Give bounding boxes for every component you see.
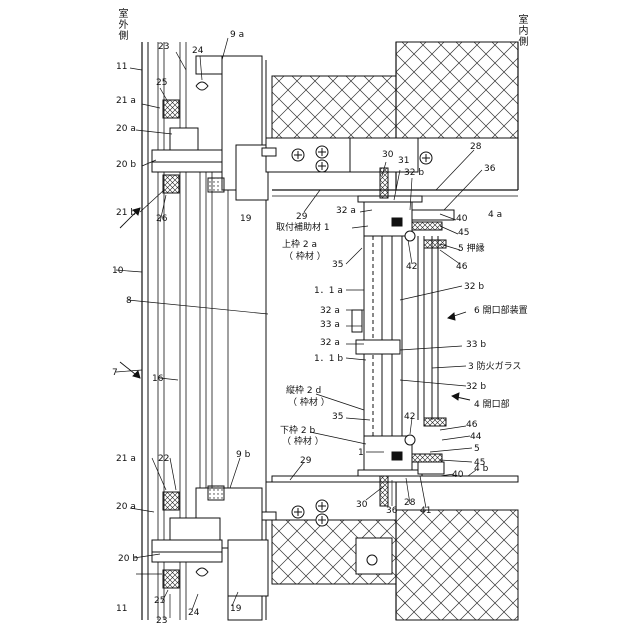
label-19-low: 19 (230, 604, 241, 614)
label-5-low: 5 (474, 444, 480, 454)
label-32a-top: 32 a (336, 206, 356, 216)
label-36-top: 36 (484, 164, 495, 174)
label-vertical-frame: 縦枠 2 d (286, 386, 321, 396)
label-opening: 4 開口部 (474, 400, 510, 410)
label-28-top: 28 (470, 142, 481, 152)
label-32b-mid: 32 b (464, 282, 484, 292)
label-23-low: 23 (156, 616, 167, 626)
label-44: 44 (470, 432, 481, 442)
label-24-low: 24 (188, 608, 199, 618)
label-32b-top: 32 b (404, 168, 424, 178)
label-outdoor-side: 室外側 (116, 8, 126, 41)
label-29-top: 29 (296, 212, 307, 222)
label-31: 31 (398, 156, 409, 166)
label-35-top: 35 (332, 260, 343, 270)
label-33a: 33 a (320, 320, 340, 330)
label-mounting-aid: 取付補助材 1 (276, 223, 330, 233)
label-30-low: 30 (356, 500, 367, 510)
label-35-low: 35 (332, 412, 343, 422)
label-11-low: 11 (116, 604, 127, 614)
label-30-top: 30 (382, 150, 393, 160)
label-23-top: 23 (158, 42, 169, 52)
label-frame-member-2: （ 枠材 ） (288, 398, 330, 408)
label-36-low: 36 (386, 506, 397, 516)
label-upper-frame: 上枠 2 a (282, 240, 317, 250)
label-indoor-side: 室内側 (516, 14, 526, 47)
label-32b-low: 32 b (466, 382, 486, 392)
label-10: 10 (112, 266, 123, 276)
label-29-low: 29 (300, 456, 311, 466)
label-41: 41 (420, 506, 431, 516)
label-42-low: 42 (404, 412, 415, 422)
label-fire-glass: 3 防火ガラス (468, 362, 521, 372)
label-20b-low: 20 b (118, 554, 138, 564)
upper-frame-2a (358, 196, 454, 241)
label-4b: 4 b (474, 464, 488, 474)
fire-glass-pane (418, 236, 446, 426)
label-lower-frame: 下枠 2 b (280, 426, 315, 436)
label-40-top: 40 (456, 214, 467, 224)
label-pressing-strip: 5 押縁 (458, 244, 485, 254)
label-20a-low: 20 a (116, 502, 136, 512)
label-45-top: 45 (458, 228, 469, 238)
label-25-low: 25 (154, 596, 165, 606)
label-20b-top: 20 b (116, 160, 136, 170)
label-9b: 9 b (236, 450, 250, 460)
label-1-1a: 1．1 a (314, 286, 343, 296)
label-26: 26 (156, 214, 167, 224)
label-24-top: 24 (192, 46, 203, 56)
label-1-1b: 1．1 b (314, 354, 343, 364)
label-frame-member-1: （ 枠材 ） (284, 252, 326, 262)
label-40-low: 40 (452, 470, 463, 480)
label-21a-low: 21 a (116, 454, 136, 464)
label-1-low: 1 (358, 448, 364, 458)
label-9a: 9 a (230, 30, 244, 40)
label-21b: 21 b (116, 208, 136, 218)
lower-frame-2b (358, 435, 444, 476)
label-46-low: 46 (466, 420, 477, 430)
label-32a-mid: 32 a (320, 306, 340, 316)
label-8: 8 (126, 296, 132, 306)
label-28-low: 28 (404, 498, 415, 508)
label-33b: 33 b (466, 340, 486, 350)
label-25-top: 25 (156, 78, 167, 88)
label-4a: 4 a (488, 210, 502, 220)
label-46-top: 46 (456, 262, 467, 272)
label-opening-device: 6 開口部装置 (474, 306, 528, 316)
vertical-frame-members (352, 236, 402, 436)
label-16: 16 (152, 374, 163, 384)
label-21a-top: 21 a (116, 96, 136, 106)
label-20a-top: 20 a (116, 124, 136, 134)
label-32a-low: 32 a (320, 338, 340, 348)
label-7: 7 (112, 368, 118, 378)
label-42-top: 42 (406, 262, 417, 272)
label-19-top: 19 (240, 214, 251, 224)
label-11-top: 11 (116, 62, 127, 72)
label-22: 22 (158, 454, 169, 464)
label-frame-member-3: （ 枠材 ） (282, 437, 324, 447)
